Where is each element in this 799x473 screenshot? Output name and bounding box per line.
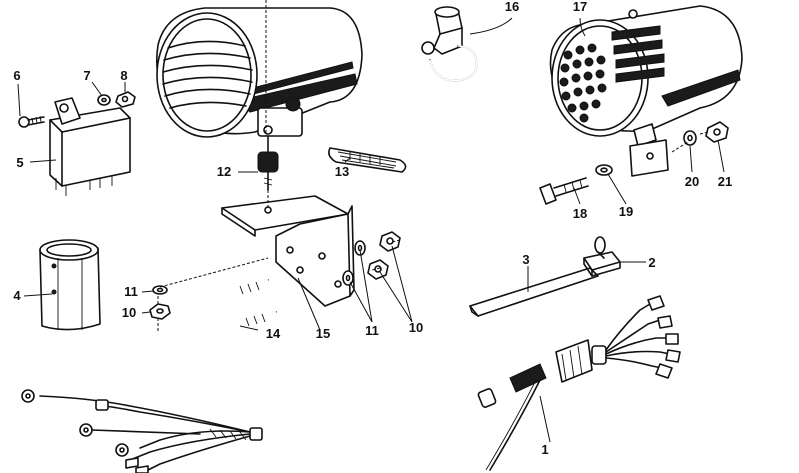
- nut-right-lower: [367, 259, 389, 280]
- callout-8: 8: [120, 68, 127, 83]
- fanfare-nut: [705, 121, 729, 143]
- callout-1: 1: [541, 442, 548, 457]
- callout-11-left: 11: [124, 284, 138, 299]
- insulating-strip: [469, 267, 599, 317]
- spacer-plate: [328, 147, 407, 173]
- rubber-sleeve: [39, 239, 101, 331]
- rubber-mount: [257, 135, 279, 191]
- callout-10-left: 10: [122, 305, 136, 320]
- callout-4: 4: [13, 288, 21, 303]
- nut-right-upper: [379, 231, 401, 252]
- fanfare-bolt: [539, 177, 589, 205]
- relay-nut: [115, 91, 136, 108]
- wiring-harness: [21, 295, 681, 473]
- u-bolt: [199, 278, 277, 333]
- washer-right-lower: [342, 270, 354, 286]
- horn-grille-holes: [559, 43, 607, 123]
- callout-21: 21: [718, 174, 732, 189]
- horn: [155, 7, 363, 138]
- callout-5: 5: [16, 155, 23, 170]
- callout-12: 12: [217, 164, 231, 179]
- callout-3: 3: [522, 252, 529, 267]
- callout-7: 7: [83, 68, 90, 83]
- relay: [49, 97, 131, 196]
- fanfare-lock-washer: [683, 130, 697, 146]
- nut-left: [149, 303, 171, 320]
- callout-19: 19: [619, 204, 633, 219]
- callout-20: 20: [685, 174, 699, 189]
- leader-lines: [17, 0, 725, 443]
- callout-14: 14: [266, 326, 281, 341]
- hose-clamp: [421, 6, 478, 82]
- callout-13: 13: [335, 164, 349, 179]
- fanfare-horn: [549, 5, 743, 177]
- washer-right-upper: [354, 240, 366, 256]
- callout-18: 18: [573, 206, 587, 221]
- washer-left: [152, 285, 168, 295]
- horn-bracket: [221, 190, 355, 307]
- relay-washer: [97, 94, 111, 106]
- fanfare-washer: [595, 164, 613, 176]
- callout-17: 17: [573, 0, 587, 14]
- callout-11-right: 11: [365, 323, 379, 338]
- callout-2: 2: [648, 255, 655, 270]
- callout-16: 16: [505, 0, 519, 14]
- callout-6: 6: [13, 68, 20, 83]
- relay-screw: [18, 115, 45, 128]
- callout-15: 15: [316, 326, 330, 341]
- connector: [583, 236, 621, 277]
- callout-10-right: 10: [409, 320, 423, 335]
- callout-labels: 1 2 3 4 5 6 7 8 10 11 11 10 12 13 14 15 …: [13, 0, 732, 457]
